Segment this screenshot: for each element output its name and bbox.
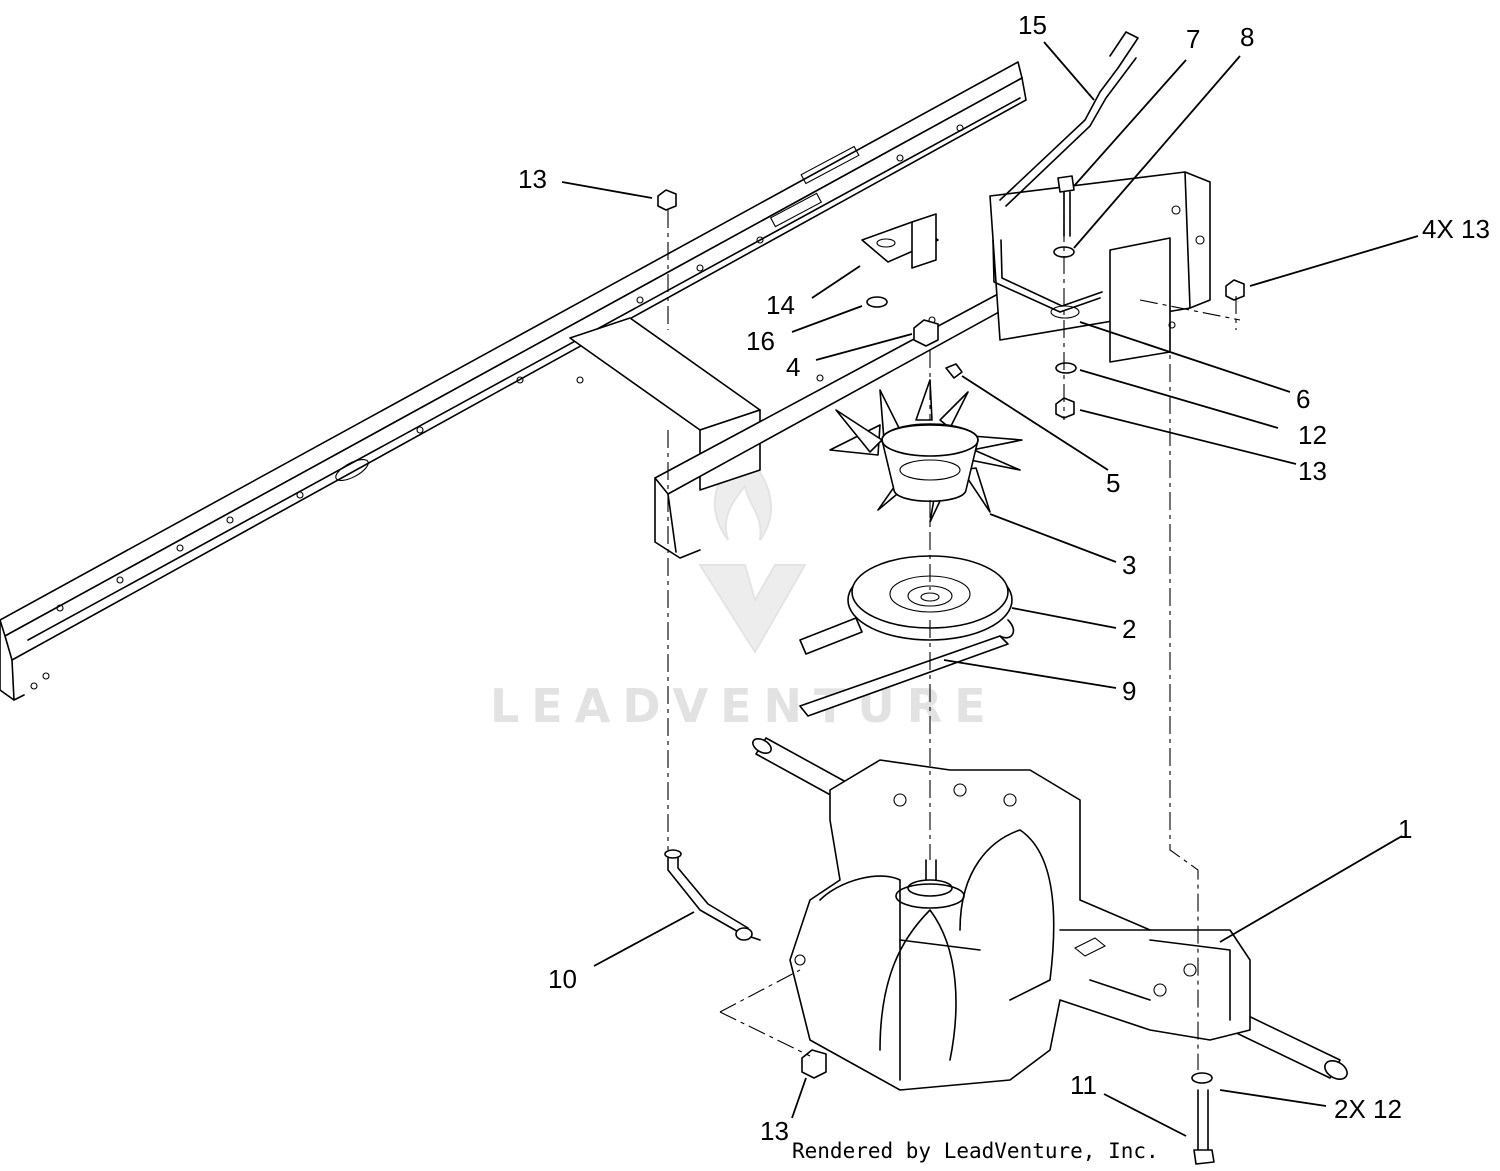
part-6-link-rod bbox=[992, 239, 1103, 319]
callout-5: 5 bbox=[1106, 468, 1120, 498]
callout-16: 16 bbox=[746, 326, 775, 356]
part-4-nut bbox=[913, 319, 939, 347]
callout-11: 11 bbox=[1070, 1070, 1097, 1100]
callout-12: 12 bbox=[1298, 420, 1327, 450]
render-credit: Rendered by LeadVenture, Inc. bbox=[792, 1139, 1159, 1163]
part-13-nut-top bbox=[657, 189, 677, 211]
part-12-washer bbox=[1055, 362, 1077, 374]
part-13-nut-bottom bbox=[801, 1049, 827, 1079]
callout-7: 7 bbox=[1186, 24, 1200, 54]
hardware bbox=[657, 175, 1245, 1165]
callout-1: 1 bbox=[1398, 814, 1412, 844]
leader-lines bbox=[561, 41, 1419, 1137]
watermark-text: LEADVENTURE bbox=[490, 679, 998, 733]
callout-15: 15 bbox=[1018, 10, 1047, 40]
callout-14: 14 bbox=[766, 290, 795, 320]
part-13-nut-right bbox=[1055, 397, 1075, 419]
part-9-belt bbox=[799, 617, 1015, 717]
callout-8: 8 bbox=[1240, 22, 1254, 52]
part-5-screw bbox=[945, 363, 963, 379]
callout-4: 4 bbox=[786, 352, 800, 382]
watermark-v-icon bbox=[698, 564, 807, 654]
callout-13-right: 13 bbox=[1298, 456, 1327, 486]
part-2-pulley bbox=[847, 555, 1013, 641]
part-15-control-rod bbox=[999, 31, 1139, 207]
part-12-washer-bottom bbox=[1191, 1072, 1213, 1084]
callout-2: 2 bbox=[1122, 614, 1136, 644]
part-11-bolt bbox=[1197, 1089, 1209, 1151]
callout-2x12: 2X 12 bbox=[1334, 1094, 1402, 1124]
callout-9: 9 bbox=[1122, 676, 1136, 706]
part-16-washer bbox=[866, 296, 888, 308]
callout-10: 10 bbox=[548, 964, 577, 994]
assembly-centerlines bbox=[667, 192, 1241, 1070]
watermark: LEADVENTURE bbox=[490, 448, 998, 733]
callout-labels: 15 7 8 13 4X 13 14 16 4 6 12 13 5 3 2 9 … bbox=[518, 10, 1490, 1146]
callout-13-bottom: 13 bbox=[760, 1116, 789, 1146]
callout-4x13: 4X 13 bbox=[1422, 214, 1490, 244]
part-1-transaxle bbox=[752, 737, 1348, 1091]
callout-3: 3 bbox=[1122, 550, 1136, 580]
part-10-bypass-rod bbox=[664, 849, 761, 941]
part-14-bracket bbox=[861, 213, 939, 269]
part-3-cooling-fan bbox=[829, 379, 1023, 523]
frame-rail-upper bbox=[0, 61, 1027, 701]
part-7-bolt bbox=[1057, 175, 1075, 193]
callout-13-top: 13 bbox=[518, 164, 547, 194]
part-13-nut-4x bbox=[1225, 279, 1245, 301]
callout-6: 6 bbox=[1296, 384, 1310, 414]
